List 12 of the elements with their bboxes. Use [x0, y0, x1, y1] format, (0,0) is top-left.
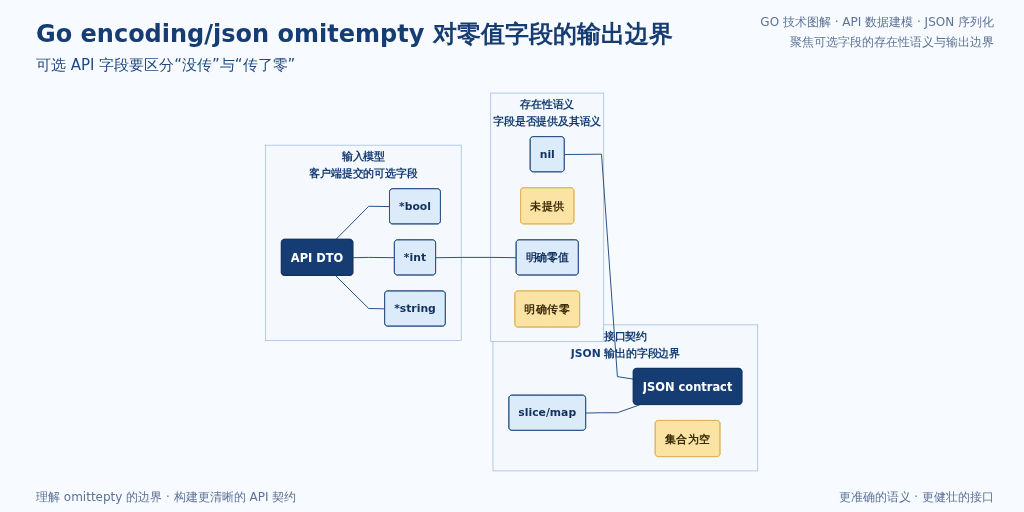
subtitle: 可选 API 字段要区分“没传”与“传了零”	[36, 56, 296, 75]
connector	[335, 275, 386, 310]
connector	[564, 153, 635, 380]
connector	[335, 205, 391, 241]
connector	[585, 404, 641, 414]
header-note: GO 技术图解 · API 数据建模 · JSON 序列化	[760, 14, 994, 31]
header-note: 聚焦可选字段的存在性语义与输出边界	[790, 34, 994, 51]
footer-note: 更准确的语义 · 更健壮的接口	[838, 489, 994, 506]
footer-note: 理解 omittepty 的边界 · 构建更清晰的 API 契约	[36, 489, 297, 506]
title: Go encoding/json omitempty 对零值字段的输出边界	[36, 19, 673, 50]
connector	[353, 256, 396, 259]
connector	[435, 256, 518, 259]
